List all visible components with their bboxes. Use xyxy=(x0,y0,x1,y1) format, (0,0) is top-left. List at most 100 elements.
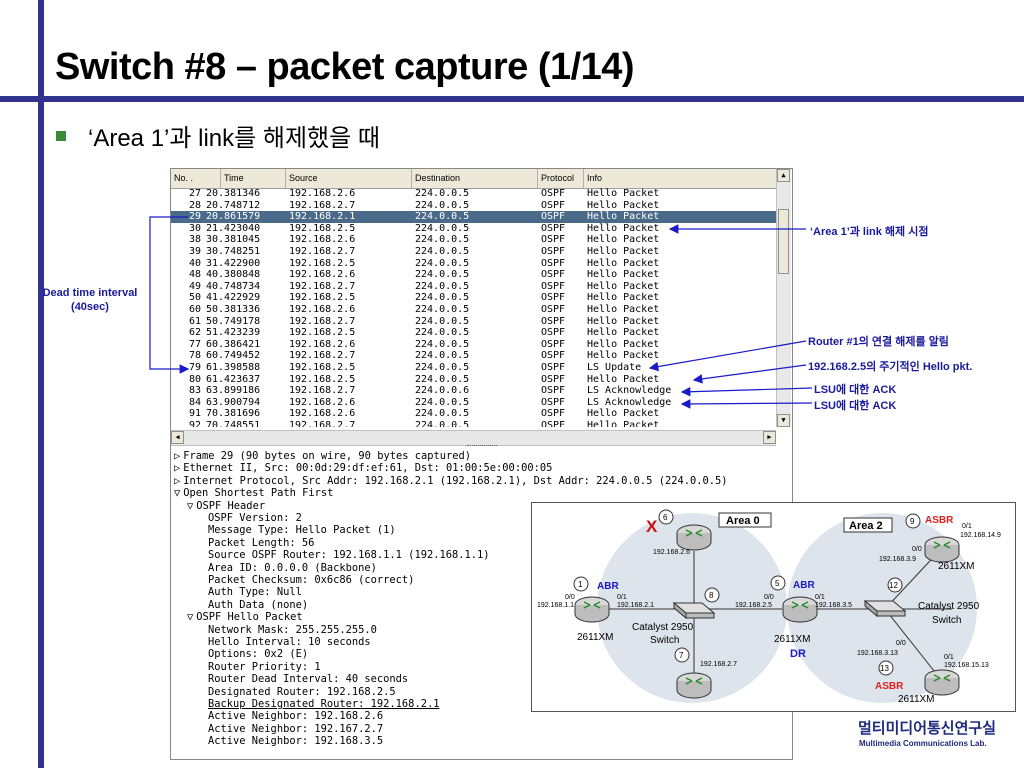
ip-router-7: 192.168.2.7 xyxy=(700,661,737,668)
detail-line[interactable]: ▷Ethernet II, Src: 00:0d:29:df:ef:61, Ds… xyxy=(174,462,552,474)
tree-collapsed-icon[interactable]: ▷ xyxy=(174,474,181,487)
detail-text: Hello Interval: 10 seconds xyxy=(208,636,371,648)
detail-line[interactable]: ▷Frame 29 (90 bytes on wire, 90 bytes ca… xyxy=(174,450,471,462)
packet-cell-src: 192.168.2.5 xyxy=(289,327,356,339)
node-12-badge xyxy=(887,577,903,593)
switch-8-sub: Switch xyxy=(650,635,679,646)
packet-cell-no: 84 xyxy=(189,396,202,408)
packet-cell-dst: 224.0.0.5 xyxy=(415,211,470,223)
column-info[interactable]: Info xyxy=(587,173,603,183)
detail-line[interactable]: Source OSPF Router: 192.168.1.1 (192.168… xyxy=(208,549,490,561)
detail-line[interactable]: OSPF Version: 2 xyxy=(208,512,302,524)
tree-collapsed-icon[interactable]: ▷ xyxy=(174,462,181,475)
detail-line[interactable]: Router Dead Interval: 40 seconds xyxy=(208,673,408,685)
packet-cell-src: 192.168.2.6 xyxy=(289,408,356,420)
packet-cell-time: 70.748551 xyxy=(206,420,261,427)
scroll-right-arrow-icon[interactable]: ▶ xyxy=(763,431,776,444)
packet-cell-proto: OSPF xyxy=(541,222,566,234)
detail-line[interactable]: ▷Internet Protocol, Src Addr: 192.168.2.… xyxy=(174,475,728,487)
packet-cell-info: Hello Packet xyxy=(587,234,660,246)
pane-splitter[interactable] xyxy=(467,445,497,450)
ip-router-13-left: 192.168.3.13 xyxy=(857,650,898,657)
packet-cell-info: Hello Packet xyxy=(587,211,660,223)
detail-line[interactable]: ▽OSPF Header xyxy=(187,500,265,512)
detail-line[interactable]: Backup Designated Router: 192.168.2.1 xyxy=(208,698,439,710)
column-no[interactable]: No. . xyxy=(171,169,221,188)
scroll-up-arrow-icon[interactable]: ▲ xyxy=(777,169,790,182)
column-time[interactable]: Time xyxy=(221,169,286,188)
scroll-thumb[interactable] xyxy=(778,209,789,274)
port-r5-01: 0/1 xyxy=(815,594,825,601)
detail-line[interactable]: Packet Length: 56 xyxy=(208,537,314,549)
detail-line[interactable]: Active Neighbor: 192.167.2.7 xyxy=(208,723,383,735)
detail-line[interactable]: Hello Interval: 10 seconds xyxy=(208,636,371,648)
column-destination[interactable]: Destination xyxy=(412,169,538,188)
packet-cell-proto: OSPF xyxy=(541,211,566,223)
packet-cell-no: 92 xyxy=(189,420,202,427)
detail-line[interactable]: ▽OSPF Hello Packet xyxy=(187,611,303,623)
packet-list-vertical-scrollbar[interactable]: ▲ ▼ xyxy=(776,169,791,427)
packet-cell-no: 29 xyxy=(189,211,202,223)
packet-cell-info: LS Acknowledge xyxy=(587,385,672,397)
tree-expanded-icon[interactable]: ▽ xyxy=(187,499,194,512)
detail-line[interactable]: Active Neighbor: 192.168.3.5 xyxy=(208,735,383,747)
packet-cell-proto: OSPF xyxy=(541,350,566,362)
dead-interval-arrow xyxy=(149,216,190,374)
scroll-left-arrow-icon[interactable]: ◀ xyxy=(171,431,184,444)
detail-line[interactable]: Network Mask: 255.255.255.0 xyxy=(208,624,377,636)
packet-cell-info: Hello Packet xyxy=(587,350,660,362)
tree-expanded-icon[interactable]: ▽ xyxy=(187,611,194,624)
detail-line[interactable]: Designated Router: 192.168.2.5 xyxy=(208,686,396,698)
node-5-number: 5 xyxy=(775,579,780,588)
detail-line[interactable]: ▽Open Shortest Path First xyxy=(174,487,333,499)
column-source[interactable]: Source xyxy=(286,169,412,188)
tree-expanded-icon[interactable]: ▽ xyxy=(174,487,181,500)
detail-line[interactable]: Packet Checksum: 0x6c86 (correct) xyxy=(208,574,414,586)
detail-line[interactable]: Area ID: 0.0.0.0 (Backbone) xyxy=(208,562,377,574)
router-13-icon xyxy=(924,669,960,696)
ip-router-5-left: 192.168.2.5 xyxy=(735,602,772,609)
packet-cell-dst: 224.0.0.5 xyxy=(415,188,470,199)
packet-cell-info: Hello Packet xyxy=(587,292,660,304)
detail-line[interactable]: Auth Type: Null xyxy=(208,586,302,598)
detail-line[interactable]: Auth Data (none) xyxy=(208,599,308,611)
packet-cell-src: 192.168.2.6 xyxy=(289,234,356,246)
packet-cell-no: 78 xyxy=(189,350,202,362)
dead-interval-label: Dead time interval xyxy=(42,287,138,299)
tree-collapsed-icon[interactable]: ▷ xyxy=(174,450,181,462)
detail-line[interactable]: Active Neighbor: 192.168.2.6 xyxy=(208,710,383,722)
packet-cell-time: 70.381696 xyxy=(206,408,261,420)
packet-cell-src: 192.168.2.5 xyxy=(289,222,356,234)
scroll-down-arrow-icon[interactable]: ▼ xyxy=(777,414,790,427)
node-8-badge xyxy=(704,587,720,603)
packet-cell-time: 30.381045 xyxy=(206,234,261,246)
node-6-badge xyxy=(658,509,674,525)
packet-cell-dst: 224.0.0.5 xyxy=(415,246,470,257)
column-protocol[interactable]: Protocol xyxy=(538,169,584,188)
detail-line[interactable]: Message Type: Hello Packet (1) xyxy=(208,524,396,536)
packet-cell-info: Hello Packet xyxy=(587,199,660,211)
detail-line[interactable]: Options: 0x2 (E) xyxy=(208,648,308,660)
detail-line[interactable]: Router Priority: 1 xyxy=(208,661,321,673)
